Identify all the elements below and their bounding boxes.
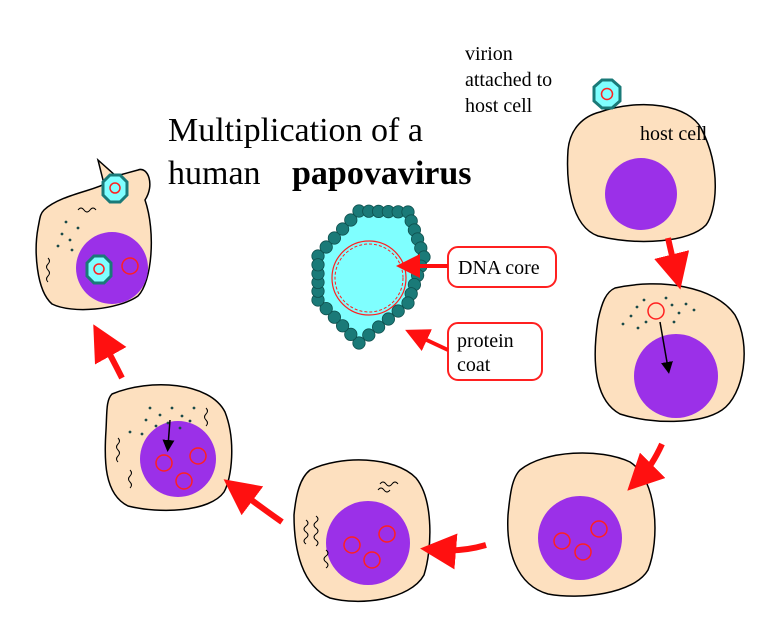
cycle-arrow-3	[420, 533, 487, 570]
capsomere	[352, 336, 366, 350]
nucleus	[326, 501, 410, 585]
capsomere	[381, 312, 395, 326]
title-line-2-prefix: human	[168, 155, 261, 192]
virion-label-line-3: host cell	[465, 95, 533, 117]
capsomere	[327, 231, 341, 245]
capsomere-dots	[621, 296, 696, 330]
capsomeres	[311, 204, 431, 350]
virion-icon	[592, 78, 622, 110]
cell-stage-2	[594, 283, 745, 423]
virion-label-line-1: virion	[465, 43, 513, 65]
protein-coat-label-line-1: protein	[457, 330, 514, 352]
nucleus	[634, 334, 718, 418]
dna-circles	[155, 447, 207, 490]
capsomere	[401, 296, 415, 310]
cycle-arrows	[93, 237, 690, 570]
virion-label-line-2: attached to	[465, 69, 552, 91]
title-line-1: Multiplication of a	[168, 112, 423, 149]
protein-coat-label-line-2: coat	[457, 354, 491, 376]
protein-coat-callout: protein coat	[405, 322, 543, 381]
dna-circles	[553, 520, 608, 561]
title-line-2-emphasis: papovavirus	[292, 155, 472, 192]
entry-arrow	[659, 321, 673, 374]
capsomere-dots	[128, 406, 196, 436]
cycle-arrow-5	[93, 324, 127, 380]
mrna-squiggles	[303, 481, 399, 569]
virion-icon	[85, 254, 113, 285]
virion-diagram	[311, 204, 431, 350]
cell-stage-1: host cell	[566, 78, 716, 243]
capsomere	[311, 258, 325, 272]
capsomere	[335, 319, 350, 333]
capsomere-dots	[56, 220, 80, 252]
capsomere	[335, 222, 350, 236]
nucleus	[140, 421, 216, 497]
capsomere	[319, 301, 333, 316]
capsomere	[391, 304, 405, 318]
dna-circle	[647, 302, 665, 320]
dna-core	[331, 240, 407, 316]
cycle-arrow-2	[627, 442, 666, 491]
dna-circle	[121, 257, 139, 275]
nucleus	[538, 496, 622, 580]
dna-circles	[343, 525, 396, 569]
cycle-arrow-4	[223, 479, 284, 525]
virion-icon	[101, 173, 129, 204]
mrna-squiggles	[116, 407, 208, 489]
assembly-arrow	[162, 419, 175, 452]
dna-core-label: DNA core	[458, 257, 540, 279]
capsomere	[344, 213, 358, 227]
capsomere	[327, 310, 341, 324]
cycle-arrow-1	[654, 237, 690, 290]
host-cell-label: host cell	[640, 123, 708, 145]
mrna-squiggles	[46, 207, 97, 283]
cell-stage-6	[35, 157, 153, 311]
cell-stage-3	[507, 452, 656, 597]
cell-stage-5	[104, 384, 233, 512]
capsomere	[344, 327, 358, 341]
capsomere	[362, 328, 376, 342]
capsomere	[319, 240, 333, 254]
dna-core-callout: DNA core	[396, 246, 557, 288]
nucleus	[605, 158, 677, 230]
cell-stage-4	[293, 459, 431, 603]
capsomere	[371, 320, 386, 334]
